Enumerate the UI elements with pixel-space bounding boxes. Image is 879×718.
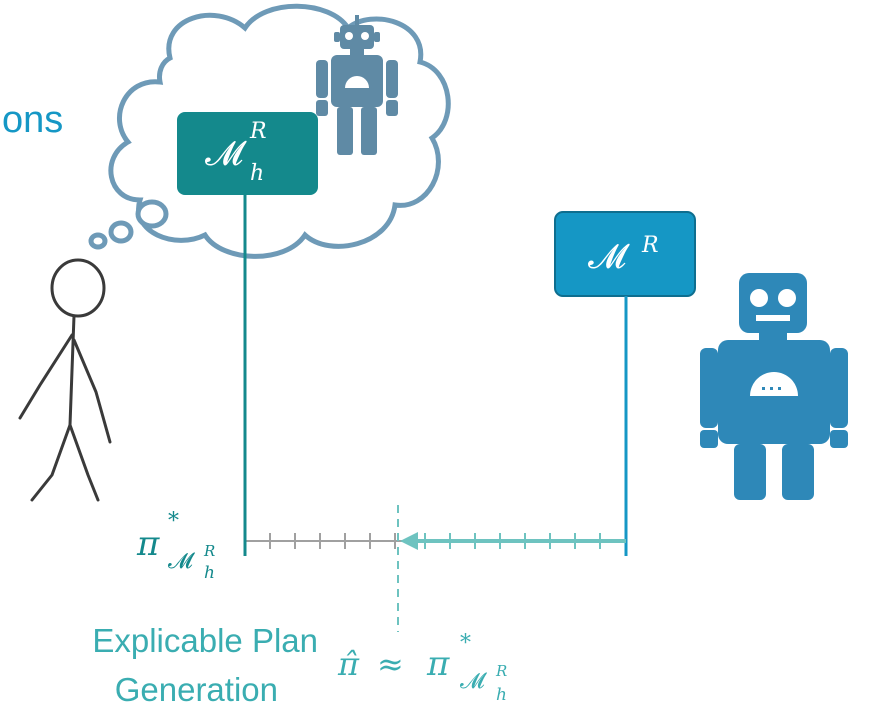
approx-rhs-star: *: [460, 631, 471, 656]
approx-lhs: π̂: [337, 645, 360, 683]
robot-icon: [700, 273, 848, 500]
robot-model-superscript: R: [641, 233, 659, 258]
robot-model-box: 𝓜 R: [554, 211, 696, 297]
approx-rhs-sub-symbol: 𝓜: [460, 669, 487, 694]
arrow-left-icon: [400, 532, 626, 550]
optimal-plan-sub-superscript: R: [203, 542, 215, 560]
stick-figure-icon: [18, 258, 112, 502]
optimal-plan-sub-symbol: 𝓜: [168, 549, 195, 574]
approx-rhs-sub-superscript: R: [495, 662, 507, 680]
approx-rhs-pi: π: [426, 644, 450, 684]
caption-line2: Generation: [115, 671, 278, 708]
approx-formula: π̂ ≈ π * 𝓜 R h: [337, 631, 507, 705]
approx-operator: ≈: [377, 645, 404, 683]
optimal-plan-pi: π: [136, 524, 160, 564]
thought-model-symbol: 𝓜: [205, 134, 247, 174]
caption-line1: Explicable Plan: [92, 622, 318, 659]
optimal-plan-sub-subscript: h: [204, 563, 215, 583]
optimal-plan-label: π * 𝓜 R h: [136, 509, 215, 583]
robot-model-symbol: 𝓜: [588, 237, 630, 277]
thought-model-subscript: h: [250, 161, 264, 186]
heading-fragment: ons: [2, 99, 63, 141]
thought-model-superscript: R: [249, 119, 267, 144]
approx-rhs-sub-subscript: h: [496, 685, 507, 705]
thought-model-box: 𝓜 R h: [177, 112, 318, 195]
optimal-plan-star: *: [168, 509, 179, 534]
small-robot-icon: [316, 15, 398, 155]
